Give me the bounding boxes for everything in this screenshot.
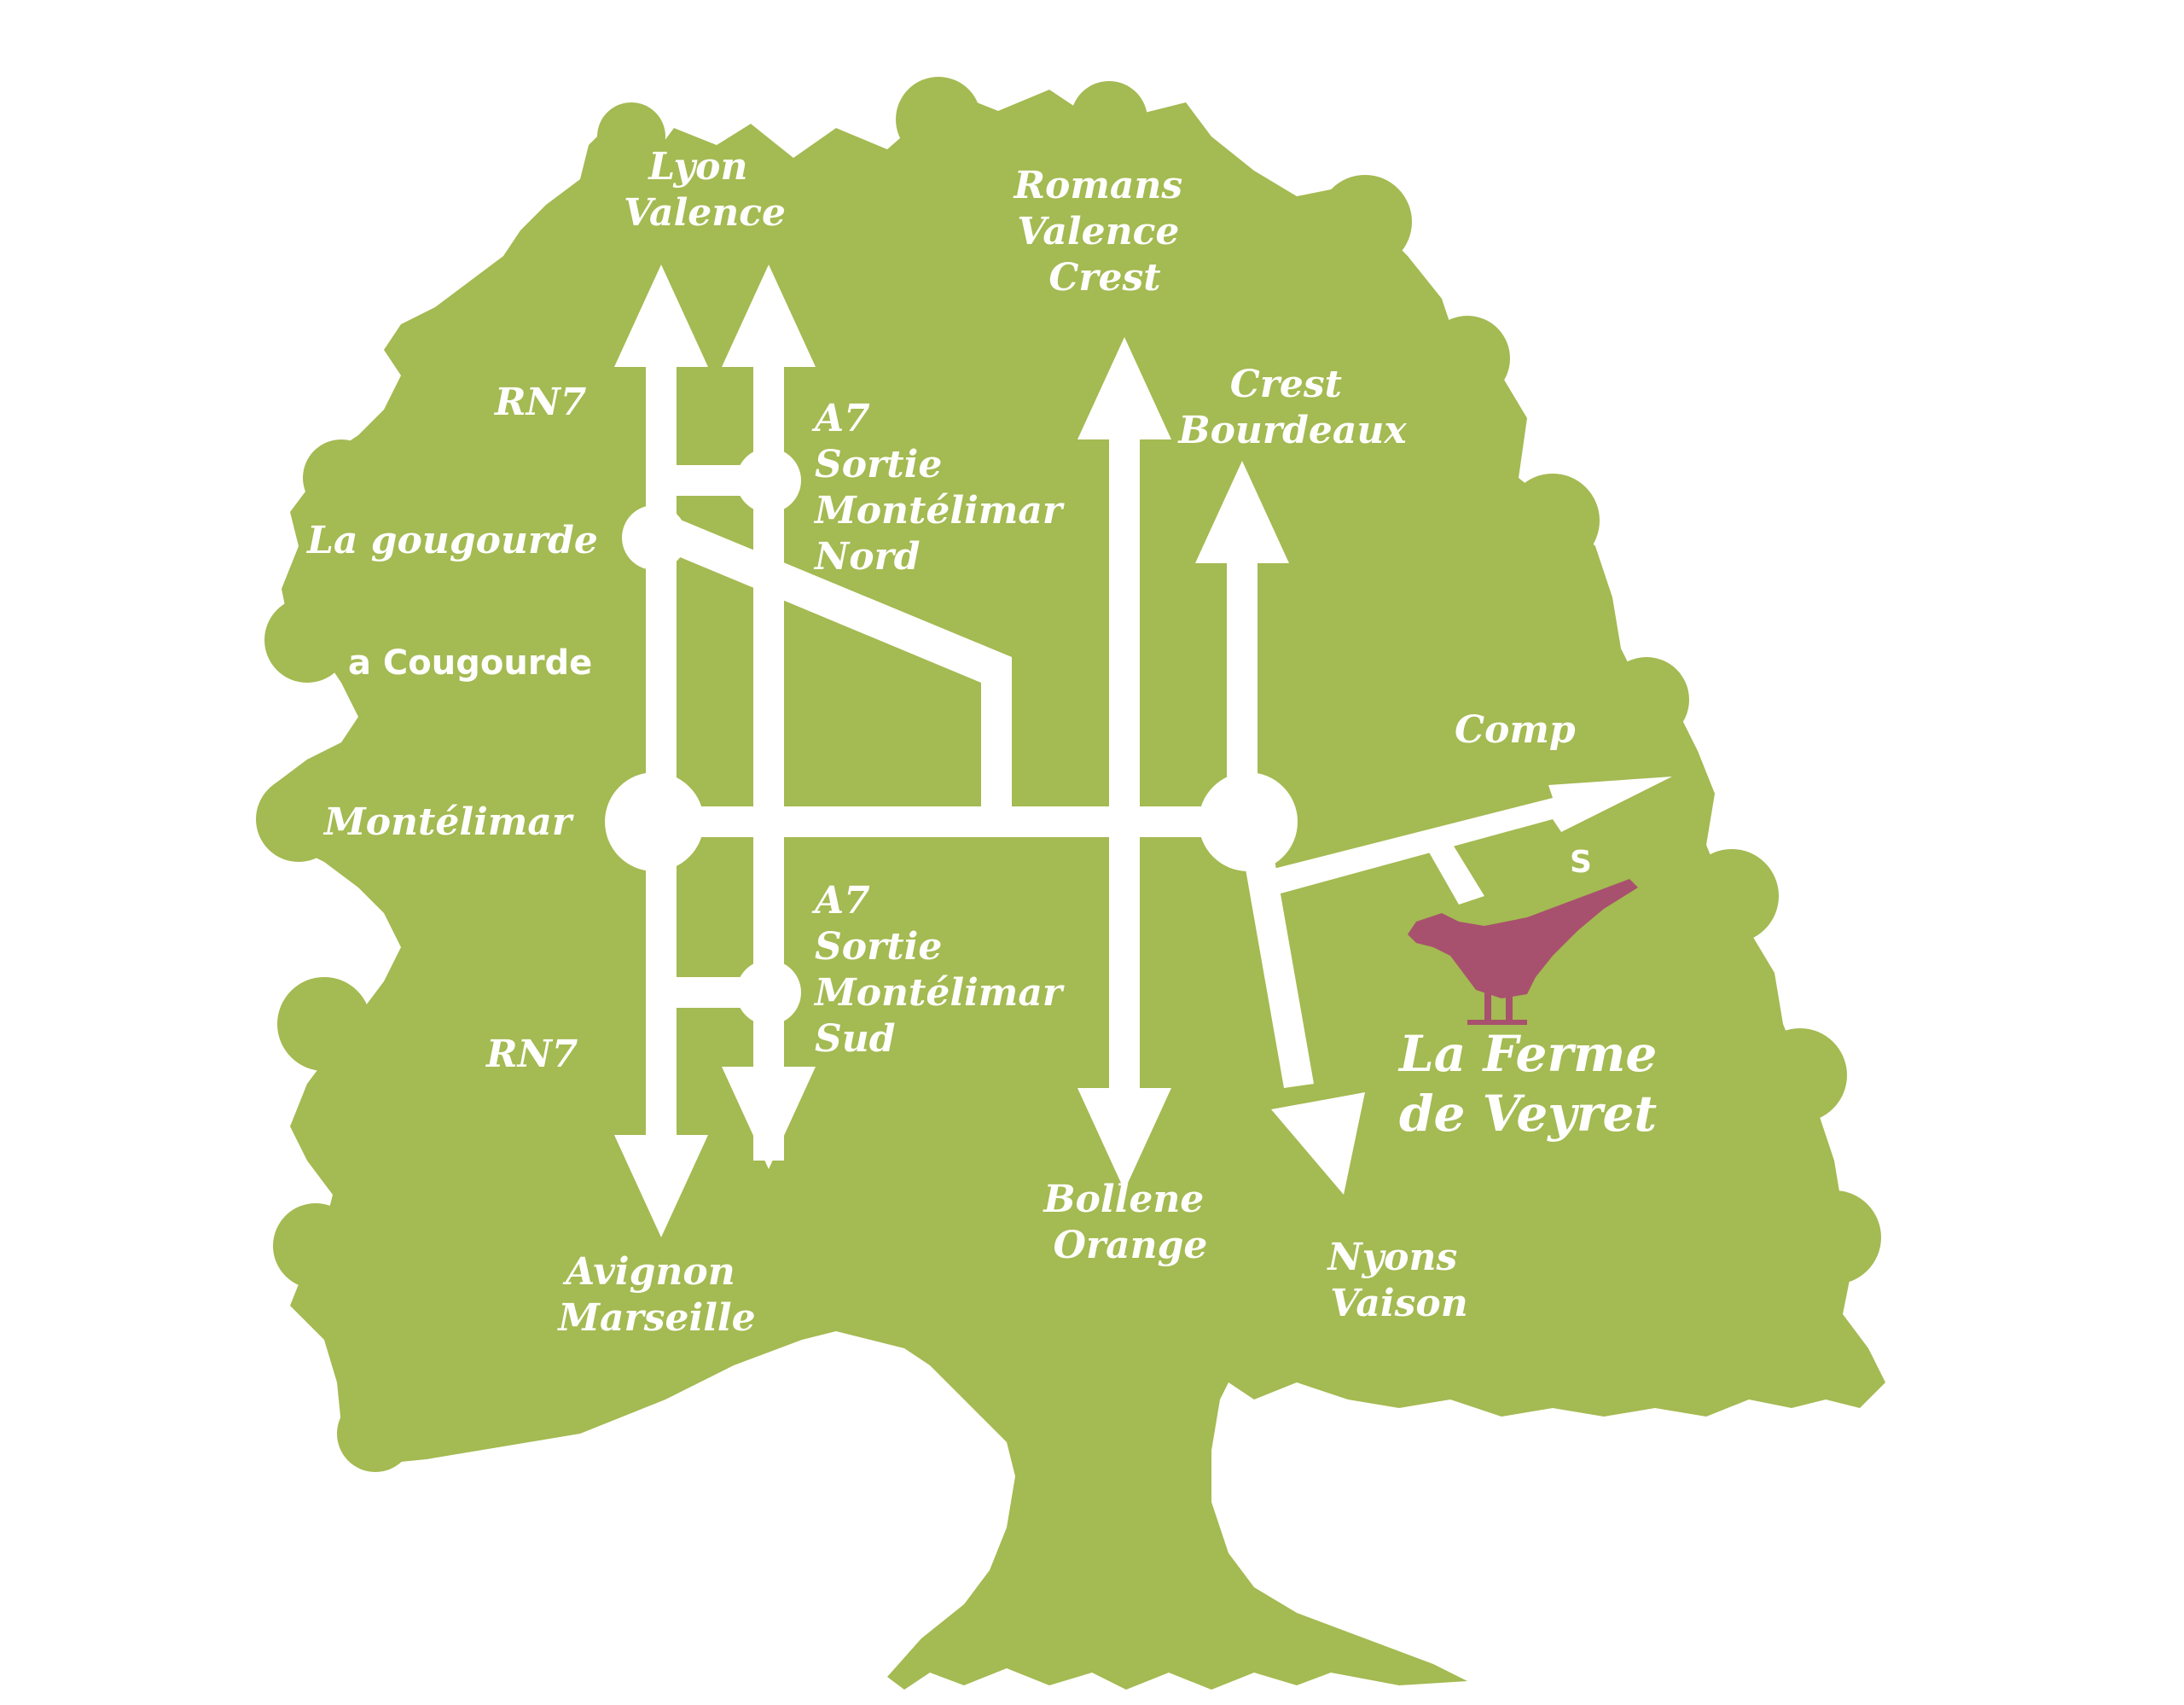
label-s-marker: S — [1570, 845, 1592, 880]
roundabout-east — [1199, 772, 1298, 871]
label-a-cougourde: a Cougourde — [348, 643, 592, 683]
road-montelimar-east — [665, 806, 1246, 837]
labels: Lyon Valence Romans Valence Crest Crest … — [305, 145, 1675, 1340]
roundabout-a7-sud — [736, 960, 801, 1025]
road-comp — [1263, 777, 1672, 896]
road-network — [605, 265, 1672, 1237]
arrow-up-crest — [1195, 461, 1289, 563]
road-rn7 — [646, 341, 677, 1161]
road-romans — [1109, 410, 1140, 1118]
arrow-down-a7 — [722, 1067, 816, 1169]
label-destination: La Ferme de Veyret — [1397, 1025, 1675, 1143]
bird-icon — [1408, 879, 1638, 1025]
road-branch-s — [1425, 841, 1484, 905]
roundabout-a7-nord — [736, 448, 801, 513]
tree-canopy — [264, 90, 1885, 1690]
label-crest-bourdeaux: Crest Bourdeaux — [1176, 363, 1407, 452]
arrow-up-romans — [1077, 337, 1171, 439]
road-nyons — [1241, 841, 1314, 1088]
road-gougourde-diagonal — [661, 521, 1012, 811]
label-a7-nord: A7 Sortie Montélimar Nord — [811, 397, 1075, 579]
label-bollene-orange: Bollene Orange — [1042, 1178, 1217, 1267]
label-rn7-south: RN7 — [485, 1033, 578, 1076]
label-avignon-marseille: Avignon Marseille — [556, 1250, 755, 1340]
tree-silhouette-icon — [256, 77, 1885, 1690]
label-lyon-valence: Lyon Valence — [624, 145, 786, 235]
arrow-down-nyons — [1271, 1092, 1365, 1195]
label-rn7-north: RN7 — [493, 381, 587, 424]
label-comp: Comp — [1455, 708, 1576, 752]
arrow-down-romans — [1077, 1088, 1171, 1190]
roundabout-la-gougourde — [622, 505, 687, 570]
label-la-gougourde: La gougourde — [305, 519, 598, 562]
label-nyons-vaison: Nyons Vaison — [1326, 1236, 1470, 1325]
label-romans-valence-crest: Romans Valence Crest — [1012, 164, 1195, 300]
label-montelimar: Montélimar — [322, 800, 574, 844]
arrow-down-rn7 — [614, 1135, 708, 1237]
arrow-up-rn7 — [614, 265, 708, 367]
label-a7-sud: A7 Sortie Montélimar Sud — [811, 879, 1075, 1061]
roundabout-montelimar — [605, 772, 704, 871]
arrow-up-a7 — [722, 265, 816, 367]
